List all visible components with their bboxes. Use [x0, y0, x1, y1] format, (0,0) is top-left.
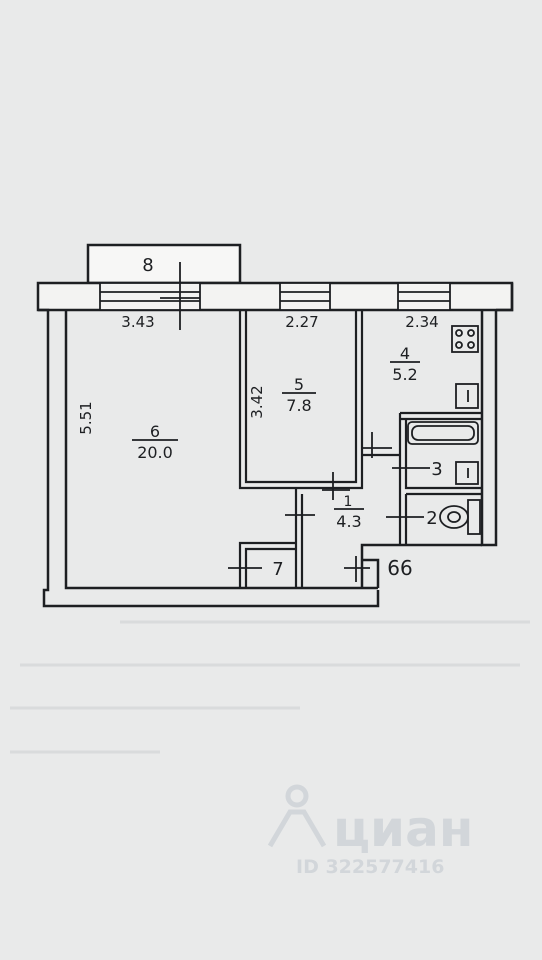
watermark: циан ID 322577416	[267, 784, 473, 878]
window-room6	[99, 282, 201, 311]
stove-icon	[451, 325, 479, 353]
balcony-label: 8	[142, 255, 153, 276]
room5-number: 5	[294, 375, 304, 394]
watermark-brand: циан	[333, 800, 473, 858]
room4-width-label: 2.34	[405, 313, 438, 331]
room5-width-label: 2.27	[285, 313, 318, 331]
door-ticks	[228, 432, 430, 582]
entrance-label: 66	[387, 556, 412, 580]
background-texture	[10, 620, 530, 754]
room6-number: 6	[150, 422, 160, 441]
interior-walls	[238, 310, 482, 588]
bathtub-icon	[407, 421, 479, 445]
room3-number: 3	[431, 459, 442, 480]
kitchen-sink-icon	[455, 383, 479, 409]
room4-number: 4	[400, 344, 410, 363]
watermark-id: ID 322577416	[296, 856, 444, 878]
room4-area: 5.2	[392, 365, 417, 384]
room6-length-label: 5.51	[77, 401, 95, 434]
balcony-door-ticks	[160, 262, 200, 330]
window-room5	[279, 282, 331, 311]
room6-area: 20.0	[137, 443, 173, 462]
room1-area: 4.3	[336, 512, 361, 531]
bathroom-sink-icon	[455, 461, 479, 485]
toilet-icon	[439, 499, 481, 535]
room2-number: 2	[426, 508, 437, 529]
area-underlines	[132, 361, 420, 510]
room5-length-label: 3.42	[248, 385, 266, 418]
room1-number: 1	[344, 494, 353, 510]
window-room4	[397, 282, 451, 311]
room5-area: 7.8	[286, 396, 311, 415]
room7-number: 7	[272, 559, 283, 580]
outer-walls	[38, 283, 514, 608]
location-pin-icon	[267, 784, 327, 848]
balcony	[86, 243, 242, 285]
room6-width-label: 3.43	[121, 313, 154, 331]
